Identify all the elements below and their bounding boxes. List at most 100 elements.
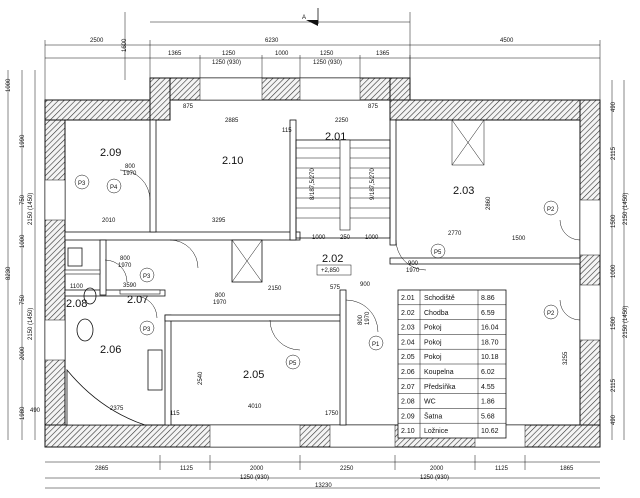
- table-room-area: 1.86: [481, 399, 495, 406]
- section-marker-a: A: [302, 15, 306, 21]
- dim-top-r2-3: 1000: [275, 51, 289, 57]
- dim-right-7: 2150 (1450): [623, 306, 629, 338]
- dim-3295: 3295: [212, 218, 226, 224]
- dim-left-10: 490: [30, 408, 41, 414]
- table-room-no: 2.10: [401, 428, 415, 435]
- dim-875a: 875: [183, 104, 194, 110]
- table-room-no: 2.07: [401, 384, 415, 391]
- table-room-no: 2.08: [401, 399, 415, 406]
- dim-left-1: 1000: [6, 78, 12, 92]
- dim-top-r2-2: 1250: [222, 51, 236, 57]
- dim-right-6: 1500: [611, 316, 617, 330]
- door-tag-p3a: P3: [143, 274, 151, 280]
- room-2-01: 2.01: [325, 131, 346, 143]
- dim-left-7: 2150 (1450): [28, 308, 34, 340]
- dim-right-3: 1500: [611, 214, 617, 228]
- dim-bottom-overall: 13230: [315, 483, 332, 489]
- dim-bottom-7: 1865: [560, 466, 574, 472]
- dim-bottom-4: 2250: [340, 466, 354, 472]
- door-tags: P4 P3 P3 P3 P5 P5 P2 P2 P1 800 1970 800 …: [74, 164, 559, 370]
- table-room-name: Pokoj: [424, 339, 442, 346]
- dim-2250: 2250: [335, 118, 349, 124]
- dim-top-left: 2500: [90, 38, 104, 44]
- room-2-06: 2.06: [100, 344, 121, 356]
- room-2-02-level: +2,850: [321, 268, 340, 274]
- dim-575: 575: [330, 285, 341, 291]
- table-room-area: 6.59: [481, 310, 495, 317]
- table-room-name: WC: [424, 399, 436, 406]
- door-size-1970-e: 1970: [406, 268, 420, 274]
- room-2-03: 2.03: [453, 185, 474, 197]
- right-dimensions: 490 2115 1500 2150 (1450) 1000 1500 2150…: [611, 80, 629, 440]
- wc-sink-icon: [67, 247, 83, 267]
- dim-115b: 115: [170, 411, 180, 417]
- dim-1100: 1100: [70, 284, 84, 290]
- dim-2770: 2770: [448, 231, 462, 237]
- dim-left-4: 2150 (1450): [28, 193, 34, 225]
- door-size-800-b: 800: [120, 256, 131, 262]
- table-room-no: 2.03: [401, 325, 415, 332]
- table-room-name: Pokoj: [424, 325, 442, 332]
- stairs-left-label: 8/187,5/270: [310, 168, 316, 200]
- room-2-02: 2.02: [322, 253, 343, 265]
- dim-left-9: 1980: [20, 406, 26, 420]
- table-room-no: 2.09: [401, 413, 415, 420]
- table-room-area: 10.62: [481, 428, 499, 435]
- dim-left-6: 750: [20, 294, 26, 305]
- dim-top-r2-5: 1365: [376, 51, 390, 57]
- table-room-name: Ložnice: [424, 428, 448, 435]
- dim-115a: 115: [282, 128, 292, 134]
- table-room-area: 10.18: [481, 354, 499, 361]
- table-room-name: Schodiště: [424, 295, 455, 302]
- room-labels: 2.01 2.02 +2,850 2.03 2.05 2.06 2.07 2.0…: [66, 131, 474, 381]
- dim-1000b: 1000: [365, 235, 379, 241]
- dim-bottom-sub-1: 1250 (930): [240, 475, 269, 481]
- door-tag-p3c: P3: [143, 327, 151, 333]
- dim-left-8: 2000: [20, 346, 26, 360]
- table-room-no: 2.06: [401, 369, 415, 376]
- dim-top-overall: 6230: [265, 38, 279, 44]
- dim-left-overall: 8230: [6, 266, 12, 280]
- dim-right-1: 490: [611, 101, 617, 112]
- dim-900: 900: [360, 282, 371, 288]
- dim-2860: 2860: [486, 196, 492, 210]
- room-2-08: 2.08: [66, 298, 87, 310]
- room-2-07: 2.07: [127, 294, 148, 306]
- table-room-name: Chodba: [424, 310, 449, 317]
- room-2-10: 2.10: [222, 155, 243, 167]
- dim-top-sub-2: 1250 (930): [313, 60, 342, 66]
- table-room-area: 8.86: [481, 295, 495, 302]
- dim-top-right: 4500: [500, 38, 514, 44]
- door-size-800-a: 800: [125, 164, 136, 170]
- dim-right-9: 490: [611, 414, 617, 425]
- skylights: [451, 119, 485, 166]
- table-room-name: Šatna: [424, 411, 442, 420]
- dim-left-2: 1990: [20, 134, 26, 148]
- bottom-dimensions: 2865 1125 2000 2250 2000 1125 1865 1250 …: [45, 455, 600, 489]
- dim-2375: 2375: [110, 406, 124, 412]
- dim-bottom-3: 2000: [250, 466, 264, 472]
- top-dimensions: 2500 6230 4500 1600 1365 1250 1000 1250 …: [44, 8, 601, 100]
- table-room-name: Koupelna: [424, 369, 454, 376]
- dim-2010: 2010: [102, 218, 116, 224]
- bathroom-fixtures: [66, 247, 163, 426]
- left-dimensions: 1000 1990 750 2150 (1450) 1000 8230 750 …: [6, 70, 41, 440]
- dim-250: 250: [340, 235, 351, 241]
- table-room-name: Pokoj: [424, 354, 442, 361]
- door-tag-p2b: P2: [547, 311, 555, 317]
- door-swings: [104, 169, 581, 351]
- dim-bottom-1: 2865: [95, 466, 109, 472]
- table-room-no: 2.05: [401, 354, 415, 361]
- table-room-area: 4.55: [481, 384, 495, 391]
- table-room-area: 18.70: [481, 339, 499, 346]
- washbasin-icon: [147, 349, 163, 391]
- dim-bottom-5: 2000: [430, 466, 444, 472]
- windows: [44, 77, 601, 448]
- dim-1500: 1500: [512, 236, 526, 242]
- dim-top-1600: 1600: [122, 38, 128, 52]
- dim-1000a: 1000: [312, 235, 326, 241]
- dim-left-5: 1000: [20, 234, 26, 248]
- table-room-no: 2.02: [401, 310, 415, 317]
- door-size-900: 900: [408, 261, 419, 267]
- dim-3590: 3590: [123, 283, 137, 289]
